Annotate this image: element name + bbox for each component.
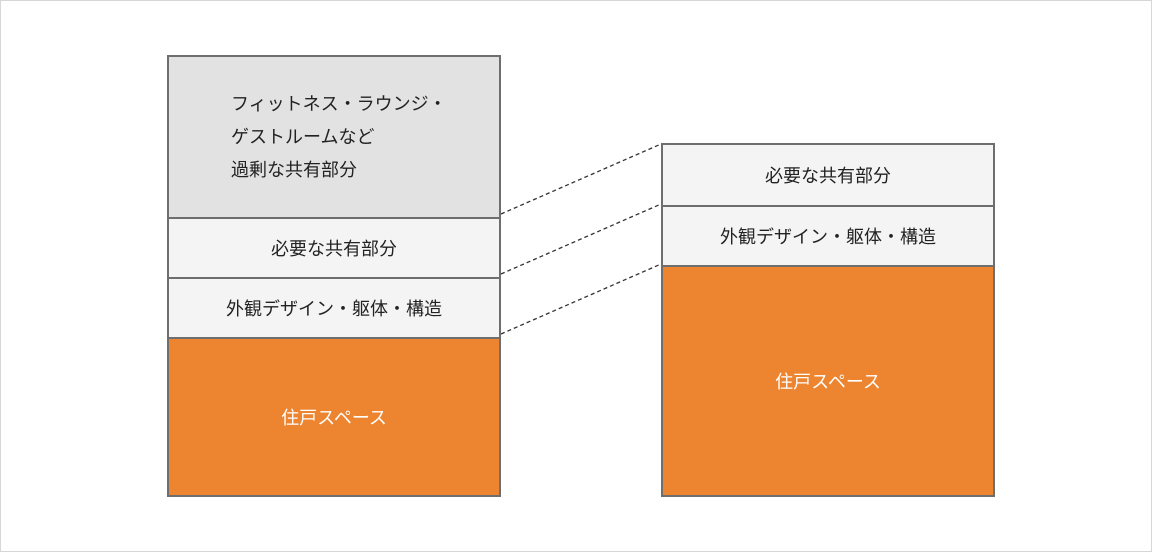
excess-shared-text: フィットネス・ラウンジ・ ゲストルームなど 過剰な共有部分 bbox=[169, 88, 447, 187]
necessary-shared-block: 必要な共有部分 bbox=[663, 145, 993, 205]
exterior-structure-label: 外観デザイン・躯体・構造 bbox=[226, 299, 442, 320]
excess-shared-line: ゲストルームなど bbox=[231, 126, 375, 148]
exterior-structure-block: 外観デザイン・躯体・構造 bbox=[663, 205, 993, 265]
necessary-shared-label: 必要な共有部分 bbox=[271, 239, 397, 260]
excess-shared-line: 過剰な共有部分 bbox=[231, 159, 357, 181]
necessary-shared-label: 必要な共有部分 bbox=[765, 166, 891, 187]
exterior-structure-block: 外観デザイン・躯体・構造 bbox=[169, 277, 499, 337]
excess-shared-block: フィットネス・ラウンジ・ ゲストルームなど 過剰な共有部分 bbox=[169, 57, 499, 217]
left-stack: フィットネス・ラウンジ・ ゲストルームなど 過剰な共有部分 必要な共有部分 外観… bbox=[167, 55, 501, 497]
living-space-label: 住戸スペース bbox=[775, 372, 881, 393]
living-space-label: 住戸スペース bbox=[281, 408, 387, 429]
connector-line-top bbox=[500, 143, 662, 215]
connector-line-bottom bbox=[500, 263, 662, 335]
connector-line-middle bbox=[500, 203, 662, 275]
living-space-block: 住戸スペース bbox=[663, 265, 993, 495]
exterior-structure-label: 外観デザイン・躯体・構造 bbox=[720, 227, 936, 248]
right-stack: 必要な共有部分 外観デザイン・躯体・構造 住戸スペース bbox=[661, 143, 995, 497]
necessary-shared-block: 必要な共有部分 bbox=[169, 217, 499, 277]
excess-shared-line: フィットネス・ラウンジ・ bbox=[231, 93, 447, 115]
living-space-block: 住戸スペース bbox=[169, 337, 499, 495]
